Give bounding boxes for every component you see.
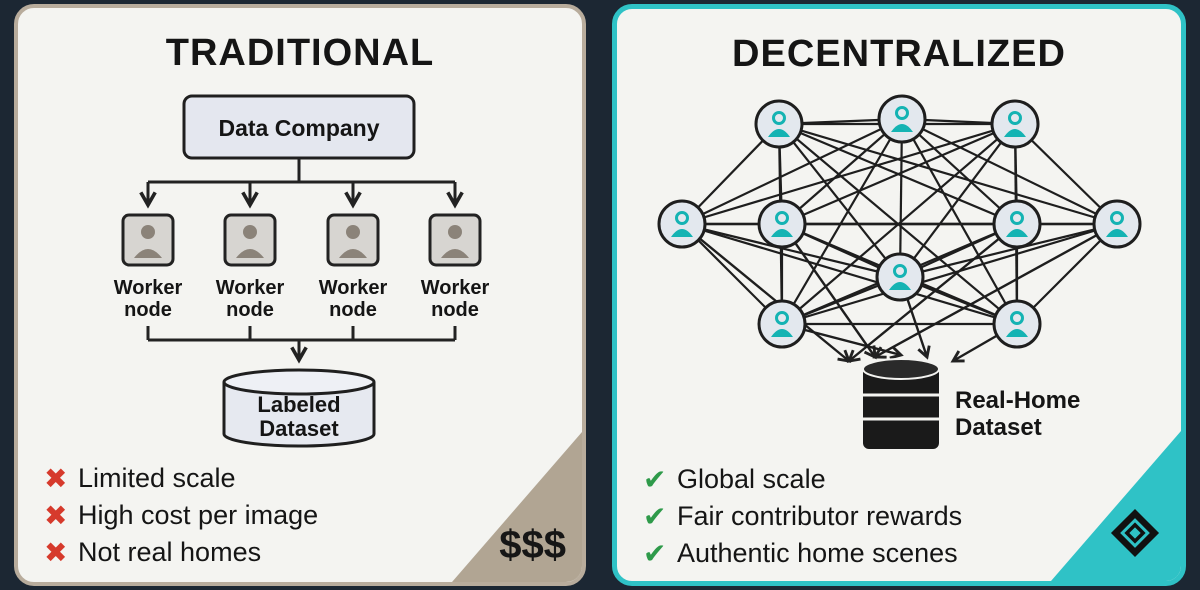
- check-icon: ✔: [643, 464, 667, 495]
- list-item: ✖Not real homes: [44, 537, 262, 568]
- dataset-label-line1: Real-Home: [955, 387, 1080, 414]
- distribution-lines: [139, 158, 464, 209]
- decentralized-panel: DECENTRALIZED Real-Home Dataset ✔Global …: [612, 4, 1186, 586]
- person-icon: [895, 106, 909, 120]
- traditional-title: TRADITIONAL: [165, 32, 435, 74]
- worker-label-line2: node: [226, 299, 274, 321]
- list-item: ✔Global scale: [643, 464, 826, 495]
- worker-label-line1: Worker: [216, 277, 285, 299]
- decentralized-title: DECENTRALIZED: [732, 33, 1066, 75]
- database-icon: Labeled Dataset: [222, 368, 376, 448]
- drawbacks-list: ✖Limited scale ✖High cost per image ✖Not…: [44, 460, 318, 571]
- person-icon: [1010, 311, 1024, 325]
- cross-icon: ✖: [44, 537, 68, 568]
- contributor-node: [875, 252, 925, 302]
- diamond-logo-icon: [1110, 508, 1160, 558]
- worker-label-line2: node: [124, 299, 172, 321]
- contributor-node: [757, 199, 807, 249]
- cross-icon: ✖: [44, 463, 68, 494]
- data-company-box: Data Company: [182, 94, 416, 160]
- worker-label-line1: Worker: [114, 277, 183, 299]
- network-edge: [781, 118, 903, 325]
- worker-label-line2: node: [431, 299, 479, 321]
- network-edge: [781, 118, 903, 225]
- dataset-label-line1: Labeled: [257, 392, 340, 417]
- person-icon: [893, 264, 907, 278]
- dataset-arrow: [781, 223, 877, 360]
- person-icon: [141, 225, 155, 239]
- contributor-node: [990, 99, 1040, 149]
- dataset-arrow: [681, 223, 852, 363]
- check-icon: ✔: [643, 501, 667, 532]
- data-company-label: Data Company: [218, 115, 379, 141]
- network-edge: [778, 122, 1118, 226]
- traditional-panel: TRADITIONAL Data Company Worker: [14, 4, 586, 586]
- contributor-node: [657, 199, 707, 249]
- person-icon: [346, 225, 360, 239]
- worker-label-line2: node: [329, 299, 377, 321]
- worker-label-line1: Worker: [319, 277, 388, 299]
- network-arrows: [681, 222, 1118, 363]
- check-icon: ✔: [643, 538, 667, 569]
- list-item: ✖Limited scale: [44, 463, 236, 494]
- person-icon: [1008, 111, 1022, 125]
- contributor-node: [877, 94, 927, 144]
- traditional-diagram: Data Company Worker node Worker node: [114, 94, 490, 448]
- dataset-arrow: [846, 223, 1018, 363]
- person-icon: [1110, 211, 1124, 225]
- network-edge: [681, 222, 901, 279]
- network-edge: [899, 123, 1016, 278]
- dataset-label-line2: Dataset: [955, 414, 1042, 441]
- person-icon: [243, 225, 257, 239]
- person-icon: [675, 211, 689, 225]
- network-edge: [781, 122, 1016, 226]
- worker-node-3: Worker node: [319, 213, 388, 321]
- database-icon: Real-Home Dataset: [862, 358, 1080, 449]
- cross-icon: ✖: [44, 500, 68, 531]
- network-edge: [901, 118, 1118, 225]
- dataset-arrow: [872, 222, 1118, 359]
- person-icon: [775, 211, 789, 225]
- network-edge: [681, 122, 1016, 226]
- contributor-node: [757, 299, 807, 349]
- contributor-node: [1092, 199, 1142, 249]
- list-item: ✔Authentic home scenes: [643, 538, 958, 569]
- benefits-list: ✔Global scale ✔Fair contributor rewards …: [643, 461, 962, 572]
- contributor-node: [992, 199, 1042, 249]
- network-edge: [781, 222, 1118, 326]
- network-edge: [681, 118, 903, 225]
- person-icon: [772, 111, 786, 125]
- person-icon: [775, 311, 789, 325]
- worker-label-line1: Worker: [421, 277, 490, 299]
- contributor-node: [754, 99, 804, 149]
- person-icon: [1010, 211, 1024, 225]
- list-item: ✔Fair contributor rewards: [643, 501, 963, 532]
- dataset-label-line2: Dataset: [259, 416, 339, 441]
- worker-node-1: Worker node: [114, 213, 183, 321]
- worker-node-4: Worker node: [421, 213, 490, 321]
- network-edge: [681, 222, 1018, 326]
- network-edge: [898, 118, 904, 278]
- person-icon: [448, 225, 462, 239]
- network-nodes: [657, 94, 1142, 349]
- network-edge: [899, 222, 1118, 279]
- list-item: ✖High cost per image: [44, 500, 319, 531]
- contributor-node: [992, 299, 1042, 349]
- collection-lines: [146, 326, 457, 364]
- decentralized-network-diagram: Real-Home Dataset: [657, 94, 1142, 449]
- worker-node-2: Worker node: [216, 213, 285, 321]
- cost-label: $$$: [499, 523, 566, 567]
